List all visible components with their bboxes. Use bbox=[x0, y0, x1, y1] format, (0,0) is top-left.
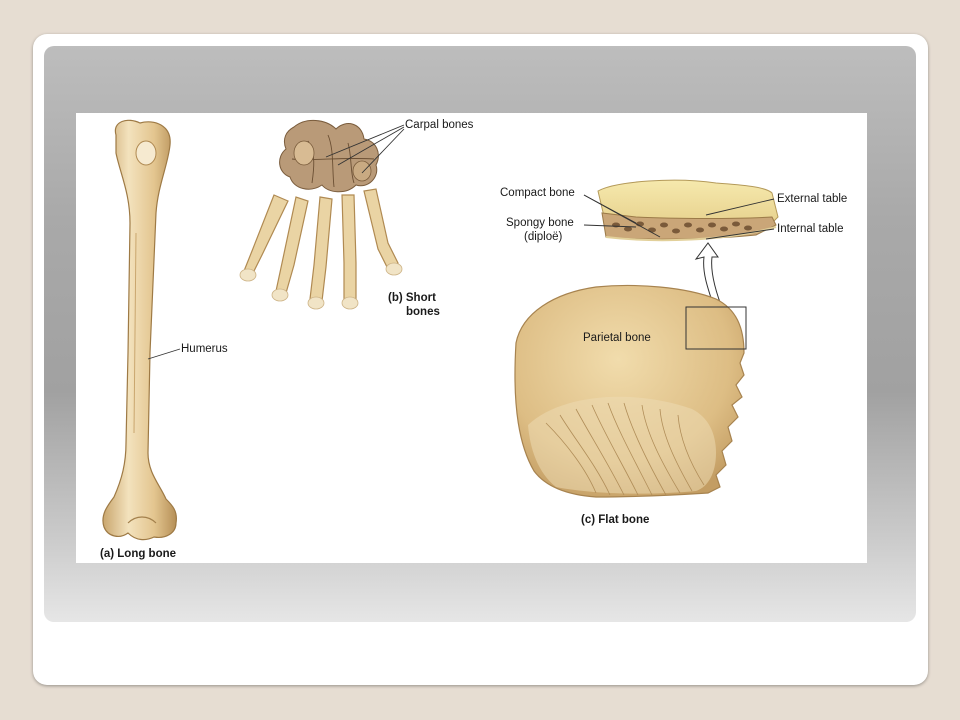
bone-types-figure: (a) Long bone Humerus Carpal bones (b) S… bbox=[76, 113, 867, 563]
label-diploe: (diploë) bbox=[524, 231, 563, 243]
flat-bone-section-drawing bbox=[597, 179, 779, 242]
magnify-region-box bbox=[685, 306, 747, 350]
label-carpal-bones: Carpal bones bbox=[405, 119, 474, 131]
label-humerus: Humerus bbox=[181, 343, 228, 355]
label-external-table: External table bbox=[777, 193, 848, 205]
hand-drawing bbox=[239, 120, 403, 310]
label-internal-table: Internal table bbox=[777, 223, 844, 235]
caption-short-bones-line2: bones bbox=[406, 306, 440, 318]
label-parietal-bone: Parietal bone bbox=[583, 332, 651, 344]
caption-flat-bone: (c) Flat bone bbox=[581, 514, 650, 526]
caption-short-bones: (b) Short bbox=[388, 292, 436, 304]
parietal-bone-drawing bbox=[514, 284, 745, 498]
label-compact-bone: Compact bone bbox=[500, 187, 575, 199]
caption-long-bone: (a) Long bone bbox=[100, 548, 177, 560]
humerus-drawing bbox=[102, 119, 177, 541]
bone-illustration bbox=[102, 119, 779, 541]
label-spongy-bone: Spongy bone bbox=[506, 217, 574, 229]
